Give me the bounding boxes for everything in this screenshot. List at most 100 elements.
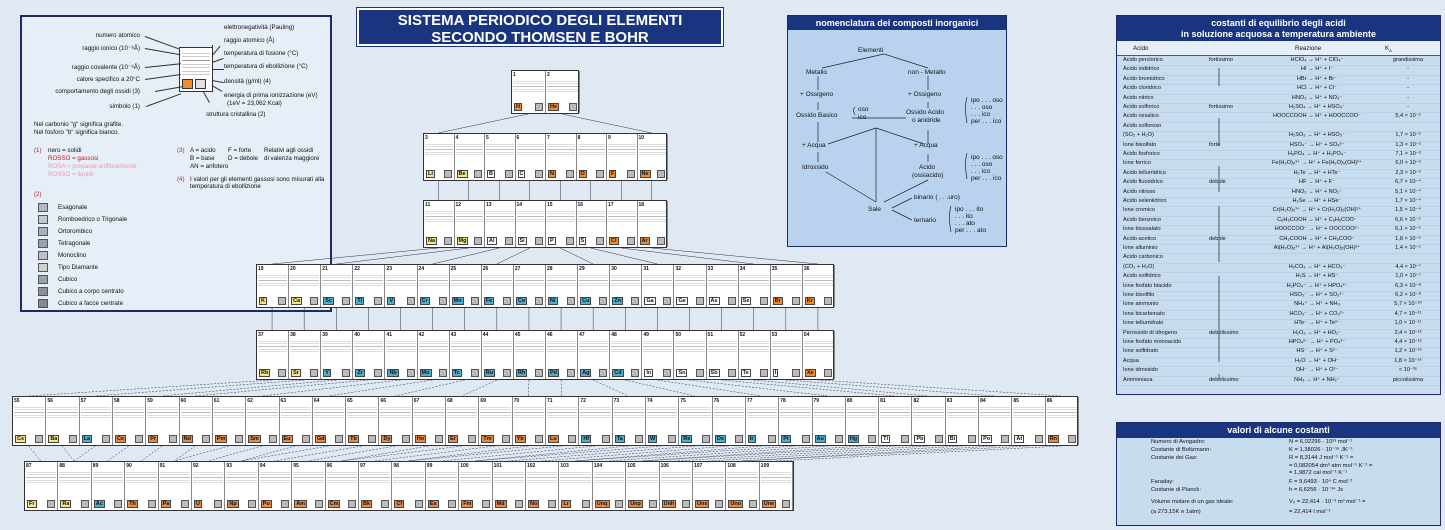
element-cell[interactable]: 88Ra <box>58 462 92 510</box>
element-cell[interactable]: 18Ar <box>638 201 668 247</box>
element-cell[interactable]: 30Zn <box>610 265 643 307</box>
element-cell[interactable]: 38Sr <box>289 331 322 379</box>
element-cell[interactable]: 6C <box>516 134 546 180</box>
element-cell[interactable]: 22Ti <box>353 265 386 307</box>
element-cell[interactable]: 34Se <box>739 265 771 307</box>
element-cell[interactable]: 16S <box>577 201 607 247</box>
element-cell[interactable]: 79Au <box>813 397 846 445</box>
element-cell[interactable]: 26Fe <box>482 265 514 307</box>
element-cell[interactable]: 4Be <box>455 134 485 180</box>
element-cell[interactable]: 55Cs <box>13 397 47 445</box>
element-cell[interactable]: 101Md <box>493 462 526 510</box>
element-cell[interactable]: 12Mg <box>455 201 485 247</box>
element-cell[interactable]: 62Sm <box>246 397 280 445</box>
element-cell[interactable]: 81Tl <box>879 397 913 445</box>
element-cell[interactable]: 82Pb <box>912 397 946 445</box>
element-cell[interactable]: 33As <box>707 265 739 307</box>
element-cell[interactable]: 28Ni <box>546 265 579 307</box>
element-cell[interactable]: 83Bi <box>946 397 980 445</box>
element-cell[interactable]: 29Cu <box>578 265 611 307</box>
element-cell[interactable]: 85At <box>1012 397 1046 445</box>
element-cell[interactable]: 49In <box>642 331 675 379</box>
element-cell[interactable]: 96Cm <box>326 462 359 510</box>
element-cell[interactable]: 102No <box>526 462 560 510</box>
element-cell[interactable]: 74W <box>646 397 680 445</box>
element-cell[interactable]: 57La <box>80 397 113 445</box>
element-cell[interactable]: 52Te <box>739 331 771 379</box>
element-cell[interactable]: 17Cl <box>607 201 638 247</box>
element-cell[interactable]: 106Unh <box>660 462 693 510</box>
element-cell[interactable]: 80Hg <box>846 397 880 445</box>
element-cell[interactable]: 84Po <box>979 397 1013 445</box>
element-cell[interactable]: 5B <box>485 134 516 180</box>
element-cell[interactable]: 73Ta <box>613 397 646 445</box>
element-cell[interactable]: 95Am <box>292 462 326 510</box>
element-cell[interactable]: 37Rb <box>257 331 290 379</box>
element-cell[interactable]: 46Pd <box>546 331 579 379</box>
element-cell[interactable]: 32Ge <box>674 265 707 307</box>
element-cell[interactable]: 93Np <box>225 462 259 510</box>
element-cell[interactable]: 53I <box>771 331 803 379</box>
element-cell[interactable]: 67Ho <box>413 397 447 445</box>
element-cell[interactable]: 54Xe <box>803 331 835 379</box>
element-cell[interactable]: 40Zr <box>353 331 386 379</box>
element-cell[interactable]: 103Lr <box>559 462 593 510</box>
element-cell[interactable]: 9F <box>607 134 638 180</box>
element-cell[interactable]: 78Pt <box>779 397 813 445</box>
element-cell[interactable]: 2He <box>546 71 580 113</box>
element-cell[interactable]: 50Sn <box>674 331 707 379</box>
element-cell[interactable]: 94Pu <box>259 462 293 510</box>
element-cell[interactable]: 31Ga <box>642 265 675 307</box>
element-cell[interactable]: 39Y <box>321 331 354 379</box>
element-cell[interactable]: 107Uns <box>693 462 727 510</box>
element-cell[interactable]: 65Tb <box>346 397 380 445</box>
element-cell[interactable]: 72Hf <box>579 397 613 445</box>
element-cell[interactable]: 76Os <box>713 397 746 445</box>
element-cell[interactable]: 23V <box>385 265 418 307</box>
element-cell[interactable]: 21Sc <box>321 265 354 307</box>
element-cell[interactable]: 71Lu <box>546 397 580 445</box>
element-cell[interactable]: 99Es <box>426 462 460 510</box>
element-cell[interactable]: 64Gd <box>313 397 347 445</box>
element-cell[interactable]: 43Tc <box>450 331 482 379</box>
element-cell[interactable]: 3Li <box>424 134 455 180</box>
element-cell[interactable]: 60Nd <box>180 397 213 445</box>
element-cell[interactable]: 61Pm <box>213 397 247 445</box>
element-cell[interactable]: 24Cr <box>418 265 450 307</box>
element-cell[interactable]: 77Ir <box>746 397 780 445</box>
element-cell[interactable]: 51Sb <box>707 331 739 379</box>
element-cell[interactable]: 90Th <box>125 462 159 510</box>
element-cell[interactable]: 20Ca <box>289 265 322 307</box>
element-cell[interactable]: 63Eu <box>280 397 313 445</box>
element-cell[interactable]: 27Co <box>514 265 546 307</box>
element-cell[interactable]: 92U <box>192 462 226 510</box>
element-cell[interactable]: 105Unp <box>626 462 660 510</box>
element-cell[interactable]: 91Pa <box>159 462 192 510</box>
element-cell[interactable]: 59Pr <box>146 397 180 445</box>
element-cell[interactable]: 13Al <box>485 201 516 247</box>
element-cell[interactable]: 87Fr <box>25 462 59 510</box>
element-cell[interactable]: 70Yb <box>513 397 546 445</box>
element-cell[interactable]: 41Nb <box>385 331 418 379</box>
element-cell[interactable]: 68Er <box>446 397 480 445</box>
element-cell[interactable]: 98Cf <box>392 462 426 510</box>
element-cell[interactable]: 35Br <box>771 265 803 307</box>
element-cell[interactable]: 66Dy <box>379 397 413 445</box>
element-cell[interactable]: 36Kr <box>803 265 835 307</box>
element-cell[interactable]: 47Ag <box>578 331 611 379</box>
element-cell[interactable]: 1H <box>512 71 546 113</box>
element-cell[interactable]: 58Ce <box>113 397 147 445</box>
element-cell[interactable]: 75Re <box>679 397 713 445</box>
element-cell[interactable]: 109Une <box>760 462 794 510</box>
element-cell[interactable]: 97Bk <box>359 462 393 510</box>
element-cell[interactable]: 44Ru <box>482 331 514 379</box>
element-cell[interactable]: 104Unq <box>593 462 627 510</box>
element-cell[interactable]: 11Na <box>424 201 455 247</box>
element-cell[interactable]: 7N <box>546 134 577 180</box>
element-cell[interactable]: 56Ba <box>46 397 80 445</box>
element-cell[interactable]: 48Cd <box>610 331 643 379</box>
element-cell[interactable]: 108Uno <box>726 462 760 510</box>
element-cell[interactable]: 19K <box>257 265 290 307</box>
element-cell[interactable]: 45Rh <box>514 331 546 379</box>
element-cell[interactable]: 10Ne <box>638 134 668 180</box>
